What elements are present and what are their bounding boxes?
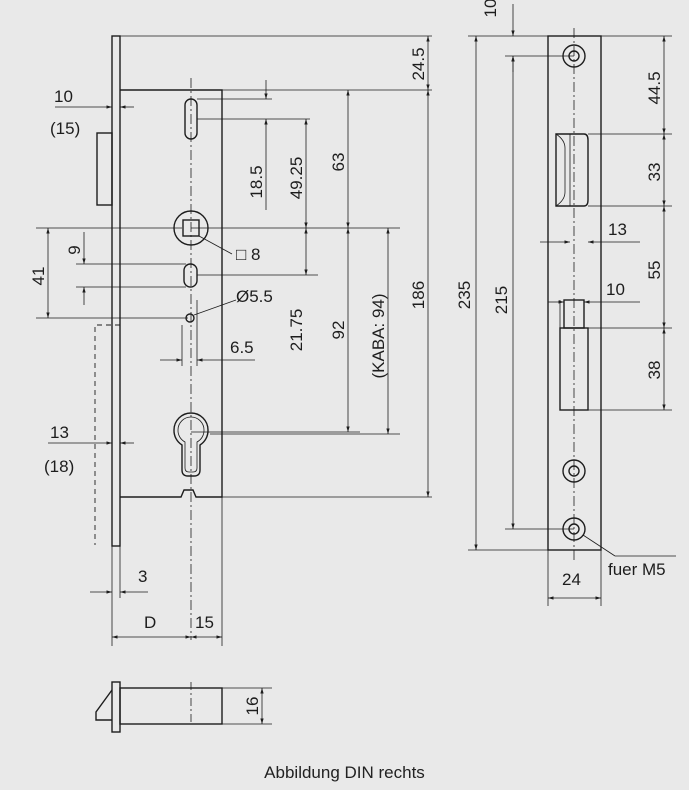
lock-case-outline <box>120 89 223 498</box>
dim-d-label: D <box>144 613 156 632</box>
figure-caption: Abbildung DIN rechts <box>264 763 425 782</box>
dim-55-label: 55 <box>645 261 664 280</box>
latch-bolt <box>96 132 113 206</box>
latch-section-plate <box>111 681 121 733</box>
dim-6-5-label: 6.5 <box>230 338 254 357</box>
dim-kaba-94-label: (KABA: 94) <box>369 293 388 378</box>
side-view-labels: 10 (15) 13 (18) 24.5 186 63 92 (KABA: 94… <box>29 47 428 632</box>
latch-section-view: 16 <box>95 681 272 733</box>
dim-215-label: 215 <box>492 286 511 314</box>
middle-screw-inner <box>568 465 580 477</box>
dim-44-5-label: 44.5 <box>645 71 664 104</box>
front-view-dimensions <box>468 4 676 606</box>
latch-section-body <box>119 687 223 725</box>
middle-screw-outer <box>562 459 586 483</box>
dim-10-top-label: 10 <box>481 0 500 17</box>
square-8-label: □ 8 <box>236 245 260 264</box>
side-view-dimensions <box>36 35 432 646</box>
dim-186-label: 186 <box>409 281 428 309</box>
dim-33-label: 33 <box>645 163 664 182</box>
dim-63-label: 63 <box>329 153 348 172</box>
dim-16-label: 16 <box>243 697 262 716</box>
dim-38-label: 38 <box>645 361 664 380</box>
dim-92-label: 92 <box>329 321 348 340</box>
faceplate-outline <box>547 35 602 551</box>
dim-15-label: (15) <box>50 119 80 138</box>
faceplate-front-view <box>547 28 602 560</box>
dim-18-5-label: 18.5 <box>247 165 266 198</box>
dim-24-label: 24 <box>562 570 581 589</box>
front-view-labels: 10 235 215 44.5 33 55 38 13 10 24 fuer M… <box>455 0 666 589</box>
dim-21-75-label: 21.75 <box>287 309 306 352</box>
dim-49-25-label: 49.25 <box>287 157 306 200</box>
dim-24-5-label: 24.5 <box>409 47 428 80</box>
hole-5-5-label: Ø5.5 <box>236 287 273 306</box>
latch-bevel <box>95 689 113 721</box>
latch-bevel-line <box>555 133 566 207</box>
middle-slot <box>183 263 198 288</box>
dim-41-label: 41 <box>29 267 48 286</box>
dim-13-label: 13 <box>50 423 69 442</box>
m5-note-label: fuer M5 <box>608 560 666 579</box>
dim-10-front-label: 10 <box>606 280 625 299</box>
profile-cylinder-outline <box>173 412 209 477</box>
dim-235-label: 235 <box>455 281 474 309</box>
faceplate-strip <box>111 35 121 547</box>
latch-opening <box>555 133 589 207</box>
dim-9-label: 9 <box>65 245 84 254</box>
profile-cylinder-inner <box>177 416 205 473</box>
lock-body-side-view <box>94 35 223 640</box>
bolt-upper-window <box>563 299 585 329</box>
dim-18-label: (18) <box>44 457 74 476</box>
dim-10-label: 10 <box>54 87 73 106</box>
dim-15-bottom-label: 15 <box>195 613 214 632</box>
dim-3-label: 3 <box>138 567 147 586</box>
hidden-bolt-contour <box>94 324 120 545</box>
dim-13-front-label: 13 <box>608 220 627 239</box>
